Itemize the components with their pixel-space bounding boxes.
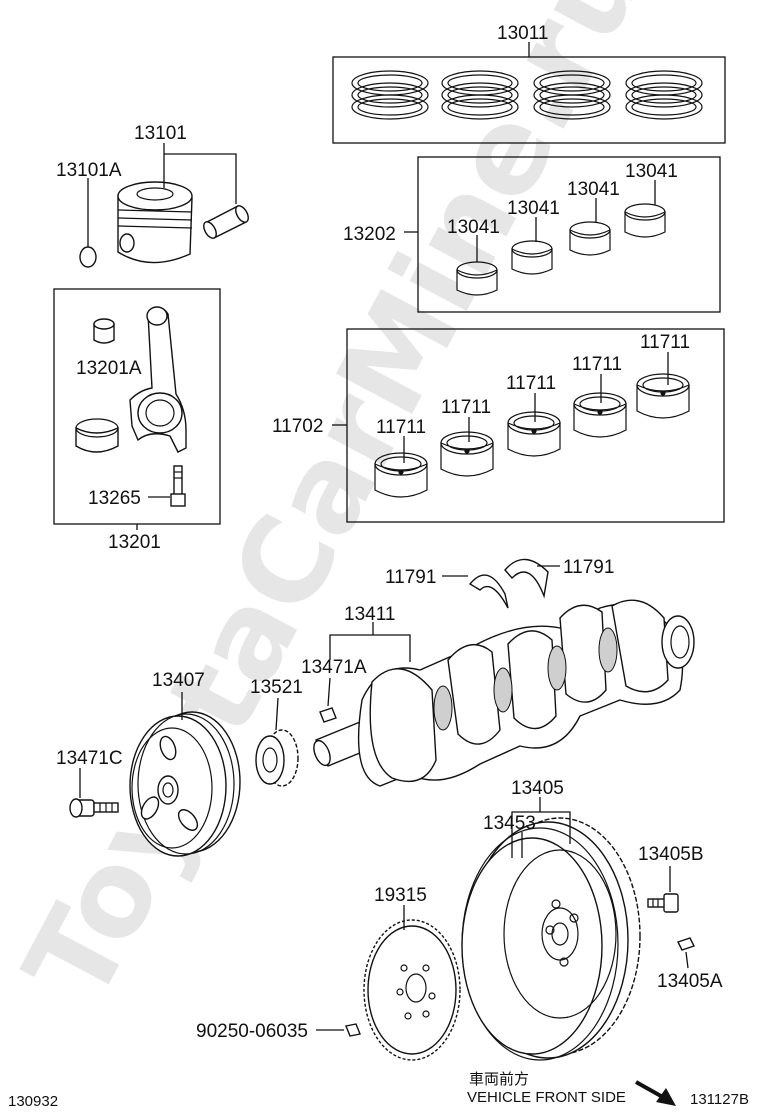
flywheel-assembly[interactable]	[461, 817, 641, 1061]
flywheel-bolt[interactable]	[647, 893, 679, 913]
part-number-90250-06035: 90250-06035	[196, 1021, 308, 1042]
part-number-11711-c: 11711	[506, 373, 556, 394]
connecting-rod-assembly[interactable]	[53, 288, 221, 530]
part-number-13405B: 13405B	[638, 844, 704, 865]
rotor-plate-pin[interactable]	[345, 1023, 361, 1037]
diagram-code-right: 131127B	[690, 1091, 749, 1108]
part-number-11791-left: 11791	[385, 567, 436, 588]
vehicle-front-label-en: VEHICLE FRONT SIDE	[467, 1089, 626, 1106]
leader-13405A	[685, 951, 689, 969]
piston[interactable]	[117, 181, 193, 264]
timing-rotor-plate[interactable]	[363, 919, 461, 1061]
leader-13471A	[327, 677, 331, 707]
part-number-13471C: 13471C	[56, 748, 123, 769]
part-number-13411: 13411	[344, 604, 395, 625]
part-number-19315: 19315	[374, 885, 427, 906]
diagram-code-left: 130932	[8, 1093, 58, 1110]
part-number-13202: 13202	[343, 224, 396, 245]
part-number-13101: 13101	[134, 123, 187, 144]
thrust-washer-left[interactable]	[468, 574, 509, 609]
part-number-11711-a: 11711	[376, 417, 426, 438]
part-number-13041-c: 13041	[567, 179, 620, 200]
leader-13521	[275, 697, 279, 731]
part-number-13453: 13453	[483, 813, 536, 834]
part-number-11711-d: 11711	[572, 354, 622, 375]
part-number-13405: 13405	[511, 778, 564, 799]
main-bearing-set[interactable]	[332, 328, 725, 523]
connecting-rod-bearing-set[interactable]	[404, 156, 721, 313]
leader-13411	[329, 622, 411, 662]
part-number-13101A: 13101A	[56, 160, 122, 181]
flywheel-pin[interactable]	[677, 937, 695, 951]
part-number-13265: 13265	[88, 488, 141, 509]
piston-pin-clip[interactable]	[79, 246, 97, 268]
part-number-11711-e: 11711	[640, 332, 690, 353]
vehicle-front-label-jp: 車両前方	[469, 1071, 529, 1088]
part-number-13041-b: 13041	[507, 198, 560, 219]
crankshaft-timing-gear[interactable]	[255, 729, 299, 787]
part-number-13011: 13011	[497, 23, 548, 44]
part-number-13521: 13521	[250, 677, 303, 698]
piston-ring-set[interactable]	[332, 42, 726, 144]
part-number-13405A: 13405A	[657, 971, 723, 992]
part-number-13471A: 13471A	[301, 657, 367, 678]
vehicle-front-arrow-icon	[635, 1080, 676, 1106]
leader-13101	[87, 143, 237, 247]
part-number-11702: 11702	[272, 416, 323, 437]
thrust-washer-right[interactable]	[504, 558, 549, 599]
crankshaft-pulley[interactable]	[129, 711, 241, 857]
part-number-13041-a: 13041	[447, 217, 500, 238]
piston-pin[interactable]	[201, 204, 251, 241]
part-number-13201A: 13201A	[76, 358, 142, 379]
crankshaft[interactable]	[311, 599, 695, 787]
part-number-13041-d: 13041	[625, 161, 678, 182]
part-number-13407: 13407	[152, 670, 205, 691]
part-number-11791-right: 11791	[563, 557, 614, 578]
part-number-13201: 13201	[108, 532, 161, 553]
part-number-11711-b: 11711	[441, 397, 491, 418]
leader-13405-13453	[511, 797, 571, 858]
crankshaft-key[interactable]	[319, 707, 337, 723]
crankshaft-pulley-bolt[interactable]	[69, 798, 119, 818]
